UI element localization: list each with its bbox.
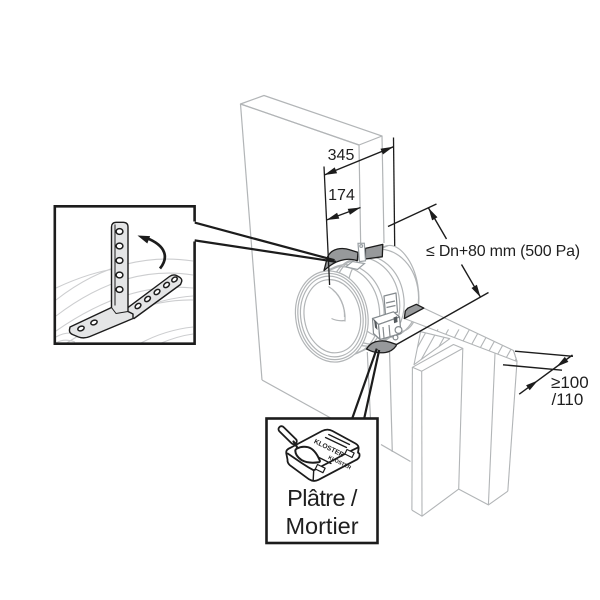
svg-text:174: 174 bbox=[328, 187, 355, 204]
svg-text:Plâtre /: Plâtre / bbox=[287, 485, 358, 511]
svg-text:/110: /110 bbox=[552, 390, 584, 409]
svg-text:Mortier: Mortier bbox=[285, 513, 358, 539]
svg-text:345: 345 bbox=[328, 147, 355, 164]
svg-text:≤ Dn+80 mm (500 Pa): ≤ Dn+80 mm (500 Pa) bbox=[426, 243, 580, 260]
svg-text:≥100: ≥100 bbox=[551, 373, 589, 392]
